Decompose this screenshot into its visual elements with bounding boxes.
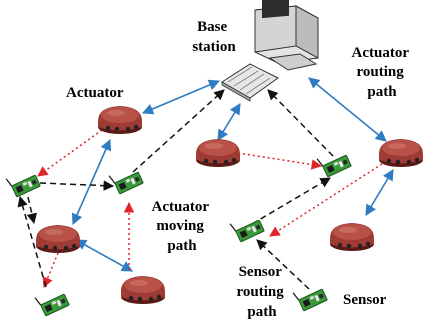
black-link-sensor1-sensor2 bbox=[39, 180, 115, 191]
black-link-sensor6-sensor5 bbox=[251, 177, 331, 225]
link-actuator4-actuator5 bbox=[365, 169, 394, 216]
sensor-node-icon bbox=[34, 285, 70, 318]
link-base-actuator3 bbox=[217, 103, 241, 141]
robot-actuator-icon bbox=[196, 139, 240, 167]
sensor-node-icon bbox=[229, 211, 265, 244]
sensor-node-icon bbox=[5, 166, 41, 199]
computer-icon bbox=[221, 0, 319, 102]
sensor-node-icon bbox=[108, 163, 144, 196]
label-base-station: Base station bbox=[192, 19, 236, 55]
label-sensor: Sensor bbox=[343, 292, 387, 308]
black-link-sensor1-sensor3 bbox=[26, 196, 37, 225]
label-actuator-routing-path: Actuator routing path bbox=[352, 45, 413, 100]
black-link-sensor8-sensor6 bbox=[256, 239, 310, 290]
robot-actuator-icon bbox=[379, 139, 423, 167]
link-actuator2-actuator6 bbox=[75, 239, 133, 272]
label-actuator-moving-path: Actuator moving path bbox=[152, 199, 213, 254]
black-link-sensor7-sensor1 bbox=[17, 195, 47, 288]
robot-actuator-icon bbox=[36, 225, 80, 253]
link-base-actuator1 bbox=[141, 79, 221, 115]
red-link-actuator3-sensor5 bbox=[237, 152, 323, 170]
red-link-actuator1-sensor1 bbox=[37, 129, 103, 177]
red-link-actuator4-sensor6 bbox=[269, 163, 383, 237]
label-sensor-routing-path: Sensor routing path bbox=[237, 264, 288, 320]
robot-actuator-icon bbox=[98, 106, 142, 134]
robot-actuator-icon bbox=[330, 223, 374, 251]
red-link-actuator2-sensor7 bbox=[42, 252, 59, 288]
sensor-node-icon bbox=[292, 280, 328, 313]
link-actuator1-sensor bbox=[71, 138, 112, 226]
link-base-actuator4 bbox=[308, 77, 387, 142]
black-link-sensor2-base bbox=[132, 89, 225, 173]
robot-actuator-icon bbox=[121, 276, 165, 304]
black-link-sensor5-base bbox=[267, 89, 334, 157]
label-actuator: Actuator bbox=[66, 85, 124, 101]
sensor-node-icon bbox=[316, 146, 352, 179]
